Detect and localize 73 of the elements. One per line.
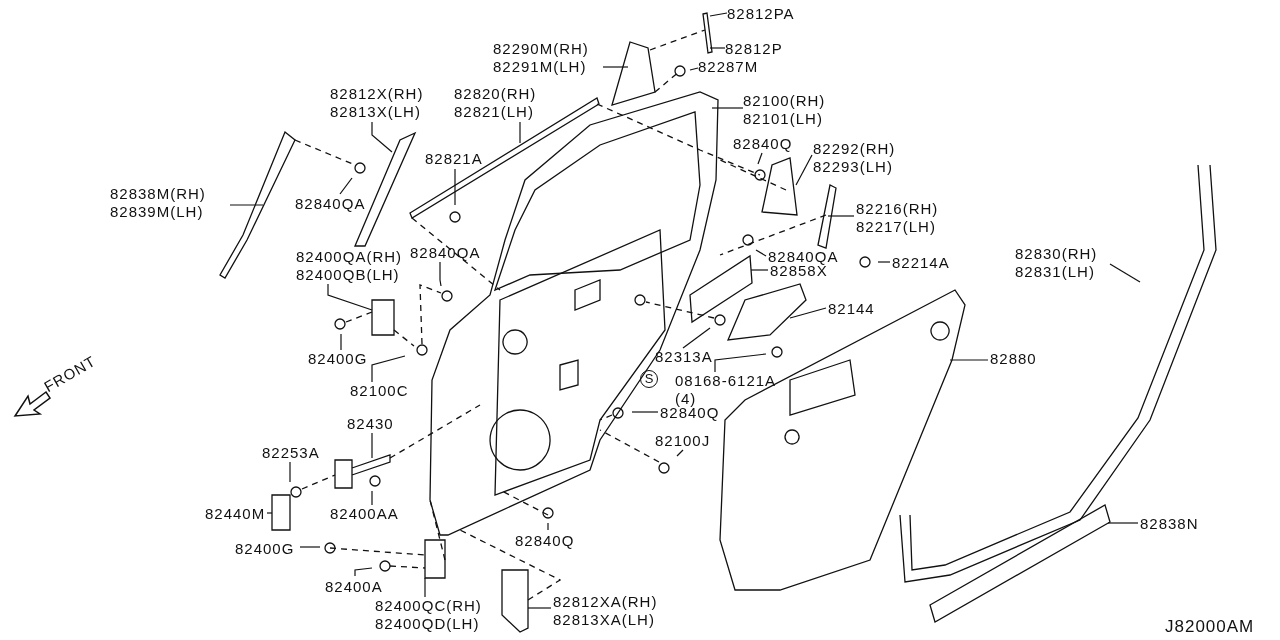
part-number: 82812PA [727, 5, 795, 23]
leader-line [711, 107, 744, 109]
part-number: 82400QC(RH) 82400QD(LH) [375, 597, 482, 633]
part-number: 82820(RH) 82821(LH) [454, 85, 537, 121]
leader-line [682, 327, 711, 349]
part-number: 82214A [892, 254, 950, 272]
leader-line [757, 152, 763, 165]
leader-line [547, 522, 549, 531]
part-number: 82812X(RH) 82813X(LH) [330, 85, 424, 121]
leader-line [289, 461, 291, 483]
part-number: 82253A [262, 444, 320, 462]
leader-line [827, 215, 855, 217]
part-number: 82840Q [733, 135, 793, 153]
part-number: 82400G [235, 540, 295, 558]
part-number: 82400G [308, 350, 368, 368]
part-number: 82100C [350, 382, 409, 400]
part-number: 82840Q [515, 532, 575, 550]
part-number: 08168-6121A (4) [675, 372, 777, 408]
part-number: 82812P [725, 40, 783, 58]
part-number: 82287M [698, 58, 759, 76]
leader-line [229, 204, 264, 206]
leader-line [602, 66, 629, 68]
leader-line [689, 67, 699, 71]
leader-line [519, 121, 521, 144]
part-number: 82292(RH) 82293(LH) [813, 140, 896, 176]
part-number: 82400QA(RH) 82400QB(LH) [296, 248, 403, 284]
leader-line [714, 353, 767, 373]
part-number: 82290M(RH) 82291M(LH) [493, 40, 589, 76]
leader-line [949, 359, 989, 361]
leader-line [454, 168, 456, 206]
leader-line [877, 261, 891, 263]
part-number: 82821A [425, 150, 483, 168]
part-number: 82838N [1140, 515, 1199, 533]
part-number: 82313A [655, 348, 713, 366]
leader-line [266, 512, 273, 514]
drawing-code: J82000AM [1165, 618, 1255, 636]
leader-line [371, 355, 406, 383]
leader-line [755, 249, 767, 257]
part-number: 82216(RH) 82217(LH) [856, 200, 939, 236]
leader-line [631, 411, 659, 413]
leader-line [789, 307, 827, 319]
leader-line [709, 47, 726, 49]
part-number: 82880 [990, 350, 1037, 368]
leader-line [795, 154, 813, 186]
leader-line [340, 333, 342, 351]
part-number: 82830(RH) 82831(LH) [1015, 245, 1098, 281]
leader-line [371, 432, 373, 459]
part-number: 82144 [828, 300, 875, 318]
leader-line [1107, 522, 1139, 524]
part-number: 82430 [347, 415, 394, 433]
leader-line [676, 449, 684, 457]
part-number: 82840QA [410, 244, 481, 262]
leader-line [424, 577, 426, 598]
part-number: 82812XA(RH) 82813XA(LH) [553, 593, 658, 629]
leader-line [750, 269, 769, 271]
part-number: 82400AA [330, 505, 399, 523]
leader-line [527, 607, 552, 609]
part-number: 82400A [325, 578, 383, 596]
part-number: 82840QA [295, 195, 366, 213]
leader-line [299, 546, 321, 548]
leader-line [339, 177, 353, 195]
leader-line [354, 567, 373, 577]
part-number: 82838M(RH) 82839M(LH) [110, 185, 206, 221]
part-number: 82840QA [768, 248, 839, 266]
part-number: 82100J [655, 432, 711, 450]
leader-line [371, 121, 393, 153]
leader-line [1109, 263, 1141, 283]
leader-line [709, 12, 728, 17]
leader-line [371, 490, 373, 506]
leader-line [439, 261, 442, 287]
part-number: 82440M [205, 505, 266, 523]
leader-line [327, 283, 373, 311]
part-number: 82100(RH) 82101(LH) [743, 92, 826, 128]
